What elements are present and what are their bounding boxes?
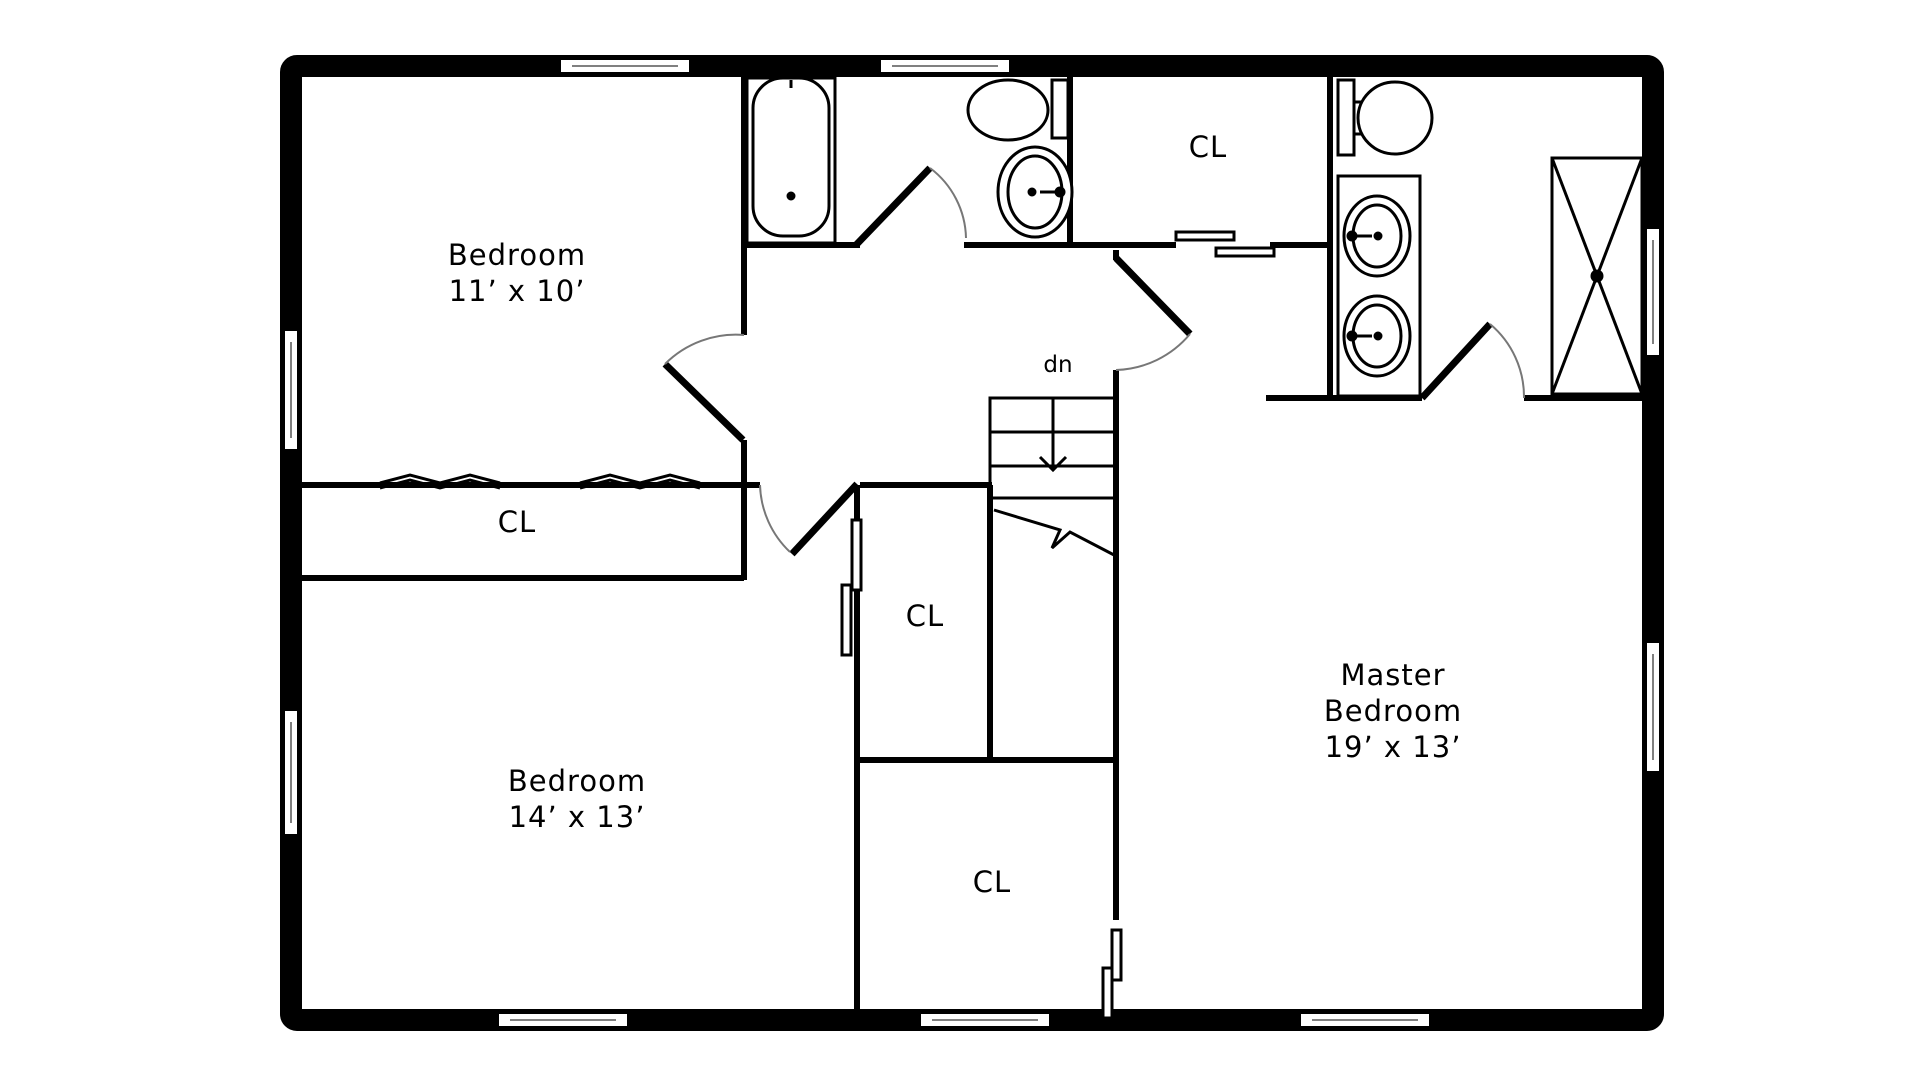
stairs-label: dn — [1043, 352, 1072, 378]
shower-icon — [1550, 156, 1644, 396]
door-bedroom-1 — [662, 333, 746, 443]
lower-closet-door — [1101, 928, 1123, 1020]
bathtub-icon — [745, 76, 837, 245]
door-master — [1113, 255, 1193, 371]
sink-icon — [996, 145, 1074, 239]
bedroom-1-name: Bedroom — [448, 238, 586, 272]
double-vanity-icon — [1336, 174, 1422, 398]
closet-label-lower: CL — [973, 865, 1011, 899]
closet-label-hall: CL — [906, 599, 944, 633]
closet-label-bedroom-1: CL — [498, 505, 536, 539]
master-name-line-1: Master — [1340, 658, 1445, 692]
stairs — [988, 396, 1118, 558]
window-left-1 — [283, 329, 299, 451]
window-top-1 — [559, 58, 691, 74]
closet-label-top: CL — [1189, 130, 1227, 164]
hall-closet-door — [840, 518, 863, 657]
window-right-2 — [1645, 641, 1661, 773]
window-top-2 — [879, 58, 1011, 74]
window-bottom-1 — [497, 1012, 629, 1028]
master-name-line-2: Bedroom — [1324, 694, 1462, 728]
master-size: 19’ x 13’ — [1325, 730, 1462, 764]
window-bottom-3 — [1299, 1012, 1431, 1028]
bifold-door — [379, 473, 701, 490]
master-toilet-icon — [1336, 78, 1434, 157]
bedroom-2-size: 14’ x 13’ — [509, 800, 646, 834]
bedroom-1-size: 11’ x 10’ — [449, 274, 586, 308]
door-bath — [853, 165, 967, 248]
window-left-2 — [283, 709, 299, 836]
door-bedroom-2 — [759, 481, 860, 557]
sliding-door — [1174, 230, 1276, 258]
window-bottom-2 — [919, 1012, 1051, 1028]
door-master-bath — [1419, 321, 1526, 401]
bedroom-2-name: Bedroom — [508, 764, 646, 798]
toilet-icon — [966, 78, 1070, 142]
window-right-1 — [1645, 227, 1661, 357]
